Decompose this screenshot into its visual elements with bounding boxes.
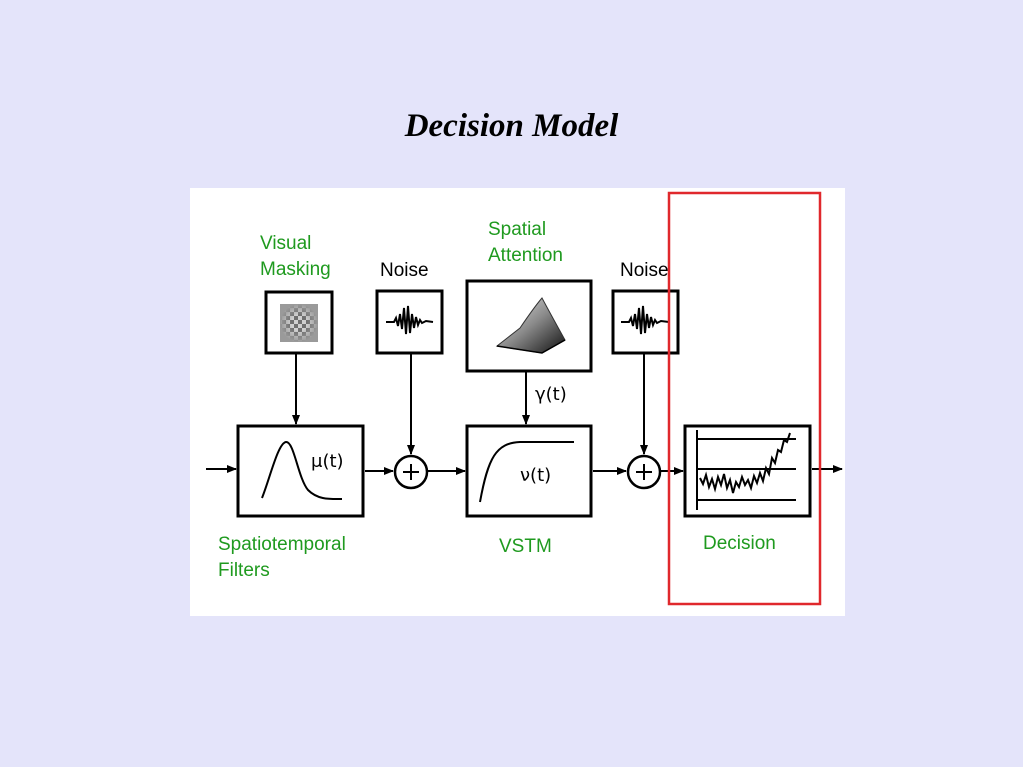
summing-junction-1 bbox=[393, 454, 429, 490]
spatial-attention-label: Spatial Attention bbox=[488, 219, 563, 266]
diagram-graphics bbox=[206, 191, 843, 606]
random-walk-trace bbox=[699, 432, 791, 494]
noise-waveform-icon bbox=[386, 305, 434, 335]
impulse-response-curve bbox=[261, 441, 343, 501]
visual-masking-label: Visual Masking bbox=[260, 233, 331, 280]
visual-masking-box bbox=[264, 290, 334, 355]
summing-junction-2 bbox=[626, 454, 662, 490]
flow-arrows bbox=[206, 353, 843, 475]
attention-surface-icon bbox=[495, 297, 566, 354]
noise-box-1 bbox=[375, 289, 444, 355]
vstm-box bbox=[465, 424, 593, 518]
decision-box bbox=[683, 424, 812, 518]
gamma-symbol: γ(t) bbox=[535, 384, 567, 405]
spatiotemporal-filters-label: Spatiotemporal Filters bbox=[218, 534, 346, 581]
slide-title: Decision Model bbox=[404, 108, 619, 144]
decision-highlight-frame bbox=[667, 191, 822, 606]
decision-label: Decision bbox=[703, 533, 776, 554]
noise-label-1: Noise bbox=[380, 260, 429, 281]
spatial-attention-box bbox=[465, 279, 593, 373]
vstm-label: VSTM bbox=[499, 536, 552, 557]
decision-model-diagram: Visual Masking Noise Spatial Attention N… bbox=[190, 188, 845, 616]
spatiotemporal-filter-box bbox=[236, 424, 365, 518]
noise-waveform-icon bbox=[621, 305, 670, 335]
noise-label-2: Noise bbox=[620, 260, 669, 281]
mu-symbol: μ(t) bbox=[311, 451, 344, 472]
nu-symbol: ν(t) bbox=[520, 465, 552, 486]
noise-box-2 bbox=[611, 289, 680, 355]
saturation-curve bbox=[479, 441, 574, 503]
